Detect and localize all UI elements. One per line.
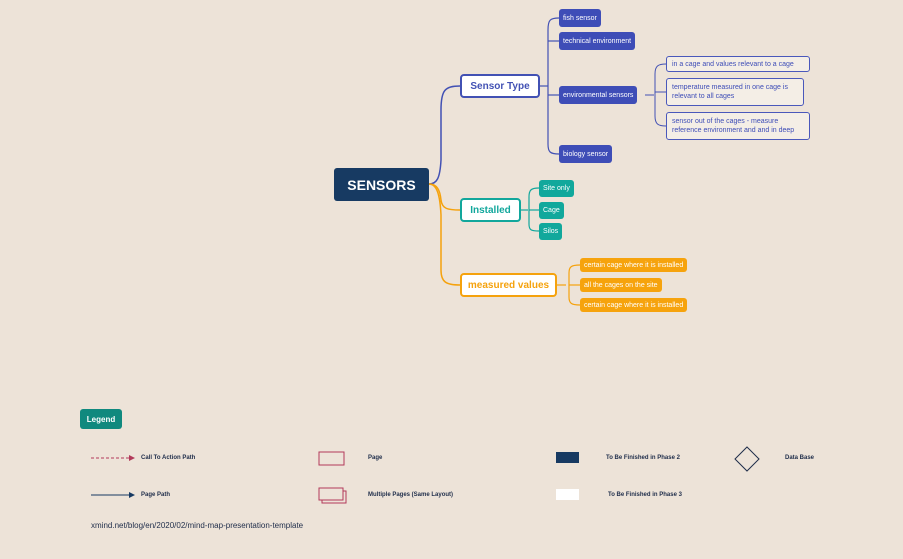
footer-url: xmind.net/blog/en/2020/02/mind-map-prese…	[91, 521, 304, 530]
node-measured-certain-cage-2[interactable]: certain cage where it is installed	[580, 298, 688, 312]
branch-measured-values[interactable]: measured values	[460, 273, 557, 297]
page-icon	[318, 451, 345, 466]
root-node[interactable]: SENSORS	[334, 168, 429, 201]
legend-multiple-pages: Multiple Pages (Same Layout)	[368, 492, 454, 498]
node-env-cage-values[interactable]: in a cage and values relevant to a cage	[666, 56, 810, 72]
branch-installed[interactable]: Installed	[460, 198, 521, 222]
node-measured-all-cages[interactable]: all the cages on the site	[580, 278, 662, 292]
legend-title: Legend	[80, 409, 122, 429]
legend-database: Data Base	[785, 455, 815, 461]
legend-cta-path: Call To Action Path	[141, 455, 196, 461]
database-diamond-icon	[734, 446, 760, 472]
legend-page-path: Page Path	[141, 492, 171, 498]
page-path-icon	[91, 492, 135, 498]
node-fish-sensor[interactable]: fish sensor	[559, 9, 601, 27]
node-silos[interactable]: Silos	[539, 223, 563, 240]
node-site-only[interactable]: Site only	[539, 180, 574, 197]
branch-sensor-type[interactable]: Sensor Type	[460, 74, 540, 98]
node-technical-environment[interactable]: technical environment	[559, 32, 636, 50]
node-measured-certain-cage-1[interactable]: certain cage where it is installed	[580, 258, 688, 272]
phase2-swatch-icon	[556, 452, 579, 463]
legend-phase2: To Be Finished in Phase 2	[606, 455, 680, 461]
phase3-swatch-icon	[556, 489, 579, 500]
multiple-pages-icon	[318, 487, 347, 504]
node-biology-sensor[interactable]: biology sensor	[559, 145, 613, 163]
node-environmental-sensors[interactable]: environmental sensors	[559, 86, 638, 104]
node-cage[interactable]: Cage	[539, 202, 564, 219]
legend-page: Page	[368, 455, 383, 461]
node-env-reference[interactable]: sensor out of the cages - measure refere…	[666, 112, 810, 140]
legend-phase3: To Be Finished in Phase 3	[608, 492, 682, 498]
cta-path-icon	[91, 455, 135, 461]
node-env-temperature[interactable]: temperature measured in one cage is rele…	[666, 78, 804, 106]
